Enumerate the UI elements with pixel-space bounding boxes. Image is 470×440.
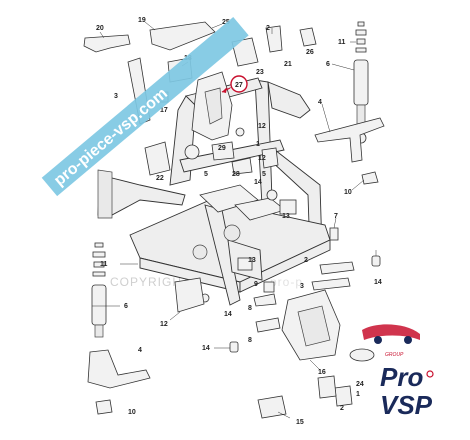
- callout-8-upper: 8: [248, 305, 252, 312]
- callout-2-top: 2: [266, 25, 270, 32]
- part-1-bolt: [334, 385, 353, 407]
- part-21-bracket: [265, 25, 283, 53]
- part-29-block: [211, 141, 235, 161]
- callout-14-left: 14: [202, 345, 210, 352]
- callout-12-lower: 12: [160, 321, 168, 328]
- part-10-lower-mount: [95, 399, 113, 415]
- callout-5-left: 5: [204, 171, 208, 178]
- part-12-lower-bracket: [174, 277, 205, 313]
- callout-17: 17: [160, 107, 168, 114]
- part-9-nut: [263, 281, 275, 293]
- part-26-bracket: [299, 27, 317, 47]
- part-4-top-arm: [314, 117, 385, 163]
- part-14-bushing-a: [266, 189, 278, 201]
- highlighted-callout-27[interactable]: 27: [221, 75, 248, 93]
- part-24-cap: [349, 348, 375, 362]
- callout-28: 28: [232, 171, 240, 178]
- callout-7: 7: [334, 213, 338, 220]
- callout-5-right: 5: [262, 171, 266, 178]
- part-7-bush: [329, 227, 339, 241]
- callout-26: 26: [306, 49, 314, 56]
- callout-9: 9: [254, 281, 258, 288]
- copyright-watermark: COPYRIGHT: [110, 275, 190, 289]
- callout-21: 21: [284, 61, 292, 68]
- callout-8-lower: 8: [248, 337, 252, 344]
- part-4-lower-arm: [87, 349, 151, 389]
- part-11-lower-bushing-stack: [92, 242, 106, 277]
- callout-16: 16: [318, 369, 326, 376]
- callout-10-top: 10: [344, 189, 352, 196]
- part-11-top-bushing-stack: [355, 21, 367, 53]
- callout-1-bottom: 1: [356, 391, 360, 398]
- part-3-right-rod: [311, 277, 351, 291]
- callout-2-right: 2: [304, 257, 308, 264]
- part-2-bolt: [235, 127, 245, 137]
- callout-labels: 20 19 25 18 3 17 2 26 21 23 11 6 4 10 12…: [96, 17, 382, 426]
- logo-group-text: GROUP: [385, 352, 404, 358]
- callout-14-lower: 14: [224, 311, 232, 318]
- callout-6-lower: 6: [124, 303, 128, 310]
- callout-23: 23: [256, 69, 264, 76]
- callout-11-lower: 11: [100, 261, 108, 268]
- callout-3-right: 3: [300, 283, 304, 290]
- callout-20: 20: [96, 25, 104, 32]
- callout-4-top: 4: [318, 99, 322, 106]
- part-14-bushing-d: [371, 255, 381, 267]
- part-2-bottom: [317, 375, 337, 399]
- callout-25: 25: [222, 19, 230, 26]
- callout-10-lower: 10: [128, 409, 136, 416]
- logo-vsp-text: VSP: [380, 390, 433, 420]
- callout-4-lower: 4: [138, 347, 142, 354]
- part-5-bushing: [184, 144, 200, 160]
- part-19-plate: [149, 21, 216, 51]
- callout-19: 19: [138, 17, 146, 24]
- callout-13-lower: 13: [248, 257, 256, 264]
- part-22-bracket: [144, 141, 171, 176]
- callout-6-top: 6: [326, 61, 330, 68]
- logo-pro-text: Pro: [380, 362, 423, 392]
- part-16-mount-assembly: [281, 289, 341, 361]
- part-20-bracket: [83, 34, 131, 53]
- callout-24: 24: [356, 381, 364, 388]
- callout-2-bottom: 2: [340, 405, 344, 412]
- part-10-top-mount: [361, 171, 379, 185]
- callout-14-upper: 14: [254, 179, 262, 186]
- part-23-cover: [231, 37, 259, 67]
- part-12-right-bracket: [261, 147, 279, 169]
- logo-dot-icon: [426, 370, 434, 378]
- callout-13-upper: 13: [282, 213, 290, 220]
- callout-27: 27: [235, 82, 243, 89]
- callout-1-right: 1: [256, 141, 260, 148]
- callout-11-top: 11: [338, 39, 346, 46]
- part-13-block-lower: [237, 257, 253, 271]
- part-2-right-rod: [319, 261, 355, 275]
- callout-22: 22: [156, 175, 164, 182]
- faded-watermark: pro-p: [270, 275, 303, 289]
- part-13-block-upper: [279, 199, 297, 215]
- part-14-bushing-c: [229, 341, 239, 353]
- callout-29: 29: [218, 145, 226, 152]
- part-8-clip: [253, 293, 277, 307]
- part-15-mount: [257, 395, 287, 419]
- brand-logo: GROUP Pro VSP: [362, 324, 434, 420]
- callout-12-right-b: 12: [258, 155, 266, 162]
- part-28-block: [231, 157, 253, 175]
- callout-14-right: 14: [374, 279, 382, 286]
- callout-15: 15: [296, 419, 304, 426]
- callout-12-right: 12: [258, 123, 266, 130]
- part-8-clip-b: [255, 317, 281, 333]
- part-6-lower-damper: [91, 284, 107, 338]
- callout-3-top: 3: [114, 93, 118, 100]
